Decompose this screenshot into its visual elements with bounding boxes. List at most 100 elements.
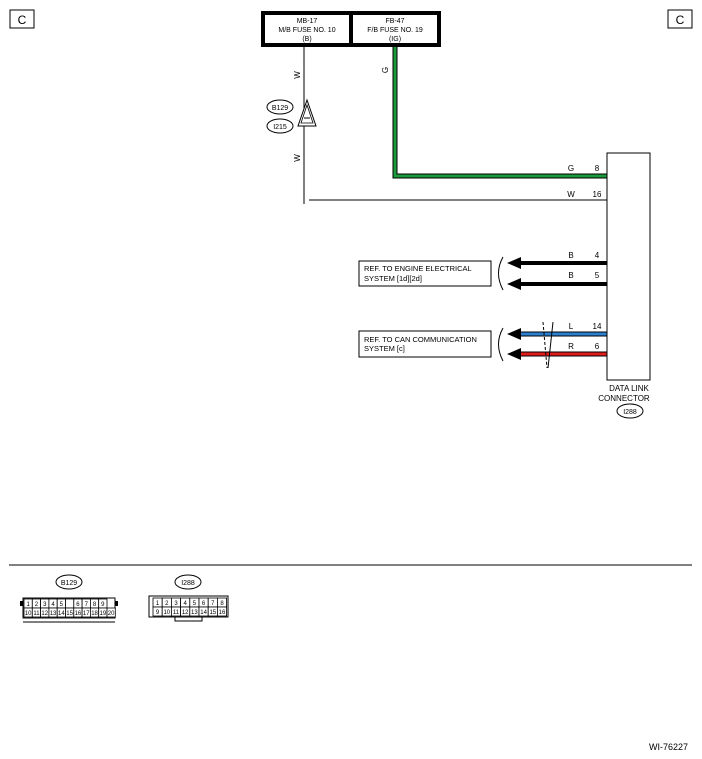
legend-b129-latch-right	[115, 601, 118, 606]
legend-b129-pin-number: 13	[50, 611, 57, 617]
pin4-color: B	[568, 251, 573, 260]
ref-engine-box	[358, 260, 492, 287]
legend-b129-pin-number: 2	[35, 602, 39, 608]
pin8-number: 8	[595, 164, 600, 173]
legend-i288-pin-number: 5	[193, 601, 197, 607]
ref-engine-line2: SYSTEM [1d][2d]	[364, 274, 422, 283]
legend-b129-pin-number: 12	[41, 611, 48, 617]
legend-b129-pin-cell	[106, 607, 116, 618]
figure-id: WI-76227	[649, 742, 688, 752]
pin5-color: B	[568, 271, 573, 280]
legend-i288-tag	[174, 574, 202, 590]
connector-b129-tag	[266, 99, 294, 115]
legend-i288-key	[174, 616, 203, 622]
dlc-label-line2: CONNECTOR	[598, 394, 650, 403]
fuse-fb47	[353, 15, 437, 43]
fuse-fb47-name: FB-47	[385, 18, 404, 25]
fuse-fb47-desc: F/B FUSE NO. 19	[367, 27, 423, 34]
legend-b129-pin-number: 5	[60, 602, 64, 608]
wire-g-outline	[392, 47, 607, 179]
pin6-color: R	[568, 342, 574, 351]
legend-b129-pin-number: 11	[33, 611, 40, 617]
pin14-color: L	[569, 322, 574, 331]
pin8-color: G	[568, 164, 574, 173]
arrow-pin5-icon	[507, 278, 521, 290]
wire-g-label: G	[381, 67, 390, 73]
corner-mark-right-box	[667, 9, 693, 29]
arrow-pin4-icon	[507, 257, 521, 269]
bracket-can	[498, 327, 504, 362]
legend-b129-pin-number: 1	[26, 602, 30, 608]
legend-i288-pin-number: 8	[220, 601, 224, 607]
legend-b129-pin-number: 8	[93, 602, 97, 608]
legend-i288-pin-number: 13	[191, 610, 198, 616]
legend-i288-pin-number: 7	[211, 601, 215, 607]
legend-i288-pin-number: 9	[156, 610, 160, 616]
dlc-label-line1: DATA LINK	[609, 384, 649, 393]
legend-i288-pin-cell	[216, 606, 227, 617]
pin16-number: 16	[593, 190, 602, 199]
legend-b129-pin-number: 4	[51, 602, 55, 608]
fuse-mb17-supply: (B)	[302, 36, 311, 43]
legend-b129-label: B129	[61, 580, 77, 587]
wire-w-upper-label: W	[293, 71, 302, 79]
legend-b129-pin-number: 20	[108, 611, 115, 617]
pin6-number: 6	[595, 342, 600, 351]
twisted-pair-solid	[547, 321, 554, 369]
pin14-number: 14	[593, 322, 602, 331]
legend-b129-pin-number: 15	[66, 611, 73, 617]
legend-i288-pin-number: 14	[200, 610, 207, 616]
legend-b129-pin-number: 18	[91, 611, 98, 617]
legend-b129-pin-number: 17	[83, 611, 90, 617]
corner-mark-left: C	[18, 13, 27, 27]
connector-i215-label: I215	[273, 124, 287, 131]
legend-i288-pin-number: 4	[184, 601, 188, 607]
legend-i288-pin-number: 10	[163, 610, 170, 616]
legend-i288-pin-number: 12	[182, 610, 189, 616]
legend-b129-tag	[55, 574, 83, 590]
legend-b129-pin-cell	[65, 598, 75, 609]
ref-can-line2: SYSTEM [c]	[364, 344, 405, 353]
ref-can-box	[358, 330, 492, 358]
wire-g	[393, 47, 607, 178]
legend-i288-pin-number: 2	[165, 601, 169, 607]
legend-b129-pin-number: 7	[85, 602, 89, 608]
wire-w-lower-label: W	[293, 154, 302, 162]
legend-i288-pin-number: 6	[202, 601, 206, 607]
corner-mark-left-box	[9, 9, 35, 29]
pin4-number: 4	[595, 251, 600, 260]
corner-mark-right: C	[676, 13, 685, 27]
fuse-fb47-supply: (IG)	[389, 36, 401, 43]
connector-b129-label: B129	[272, 105, 288, 112]
legend-b129-pin-number: 16	[75, 611, 82, 617]
legend-b129-pin-number: 6	[76, 602, 80, 608]
legend-i288-pin-number: 11	[173, 610, 180, 616]
pin16-color: W	[567, 190, 575, 199]
dlc-id-tag	[616, 403, 644, 419]
legend-b129-pin-number: 9	[101, 602, 105, 608]
legend-i288-pin-number: 1	[156, 601, 160, 607]
fuse-mb17-name: MB-17	[297, 18, 318, 25]
inline-connector-inner-icon	[300, 103, 314, 124]
arrow-pin14-icon	[507, 328, 521, 340]
legend-b129-pin-number: 19	[100, 611, 107, 617]
data-link-connector-body	[606, 152, 651, 381]
legend-i288-pin-number: 16	[219, 610, 226, 616]
legend-i288-pin-number: 15	[209, 610, 216, 616]
twisted-pair-dashed	[542, 321, 548, 369]
legend-b129-latch-left	[20, 601, 23, 606]
ref-engine-line1: REF. TO ENGINE ELECTRICAL	[364, 264, 472, 273]
legend-i288-pin-number: 3	[174, 601, 178, 607]
legend-b129-pin-number: 10	[25, 611, 32, 617]
bracket-engine	[498, 256, 504, 291]
legend-b129-pin-number: 14	[58, 611, 65, 617]
arrow-pin6-icon	[507, 348, 521, 360]
legend-b129-pin-number: 3	[43, 602, 47, 608]
fuse-mb17	[265, 15, 349, 43]
legend-i288-label: I288	[181, 580, 195, 587]
ref-can-line1: REF. TO CAN COMMUNICATION	[364, 335, 477, 344]
dlc-id: I288	[623, 409, 637, 416]
